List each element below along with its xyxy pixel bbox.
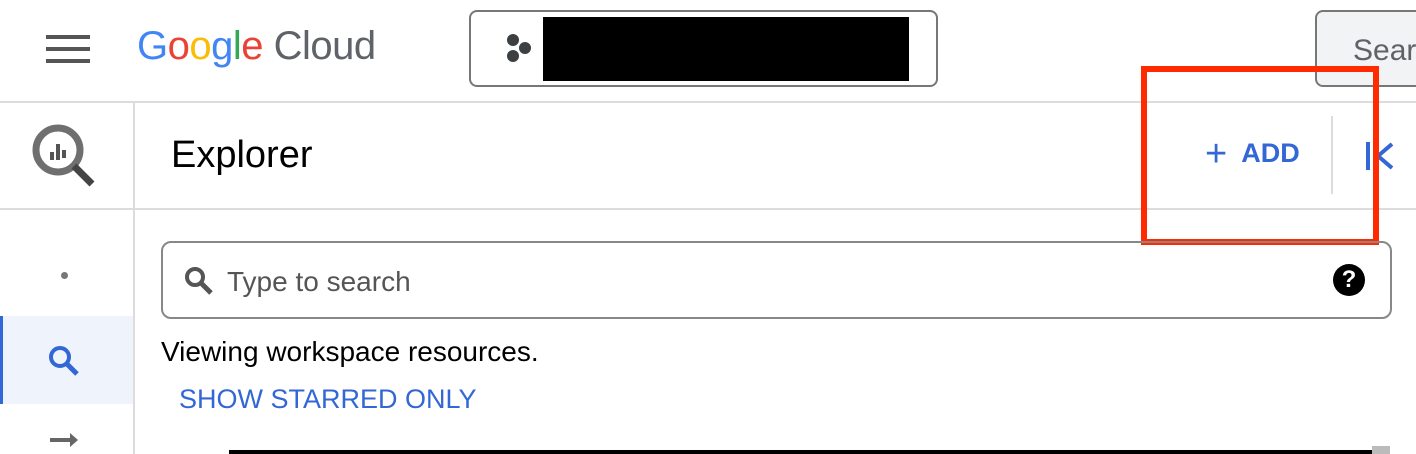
global-search-input[interactable]: Sear <box>1315 10 1416 87</box>
highlight-box <box>1141 66 1379 245</box>
google-wordmark: Google <box>137 24 264 68</box>
search-icon <box>49 346 79 376</box>
logo-letter: o <box>167 24 190 68</box>
add-label: ADD <box>1241 138 1300 168</box>
cloud-wordmark: Cloud <box>273 24 377 68</box>
transfer-icon[interactable] <box>48 432 80 454</box>
menu-icon[interactable] <box>46 34 90 64</box>
bigquery-icon[interactable] <box>32 124 98 190</box>
rail-dot-icon[interactable] <box>61 272 68 279</box>
scrollbar[interactable] <box>1372 446 1390 454</box>
workspace-info-text: Viewing workspace resources. <box>161 336 539 367</box>
logo-letter: g <box>211 24 233 68</box>
search-icon <box>185 267 213 295</box>
redacted-resource <box>229 450 1372 454</box>
show-starred-only-button[interactable]: SHOW STARRED ONLY <box>179 384 477 414</box>
rail-item-search[interactable] <box>0 316 133 404</box>
help-icon[interactable]: ? <box>1333 264 1365 296</box>
plus-icon: + <box>1205 132 1228 175</box>
logo-letter: G <box>137 24 168 68</box>
logo-letter: l <box>232 24 242 68</box>
logo-letter: e <box>241 24 264 68</box>
add-button[interactable]: + ADD <box>1205 132 1300 175</box>
panel-title: Explorer <box>171 134 313 176</box>
search-placeholder: Sear <box>1353 34 1416 67</box>
search-placeholder: Type to search <box>227 266 411 297</box>
project-selector[interactable] <box>469 10 938 87</box>
redacted-project-name <box>543 17 909 81</box>
logo-letter: o <box>189 24 212 68</box>
project-icon <box>507 34 531 62</box>
explorer-search-input[interactable]: Type to search ? <box>161 241 1392 319</box>
google-cloud-logo[interactable]: Google Cloud <box>137 24 376 69</box>
